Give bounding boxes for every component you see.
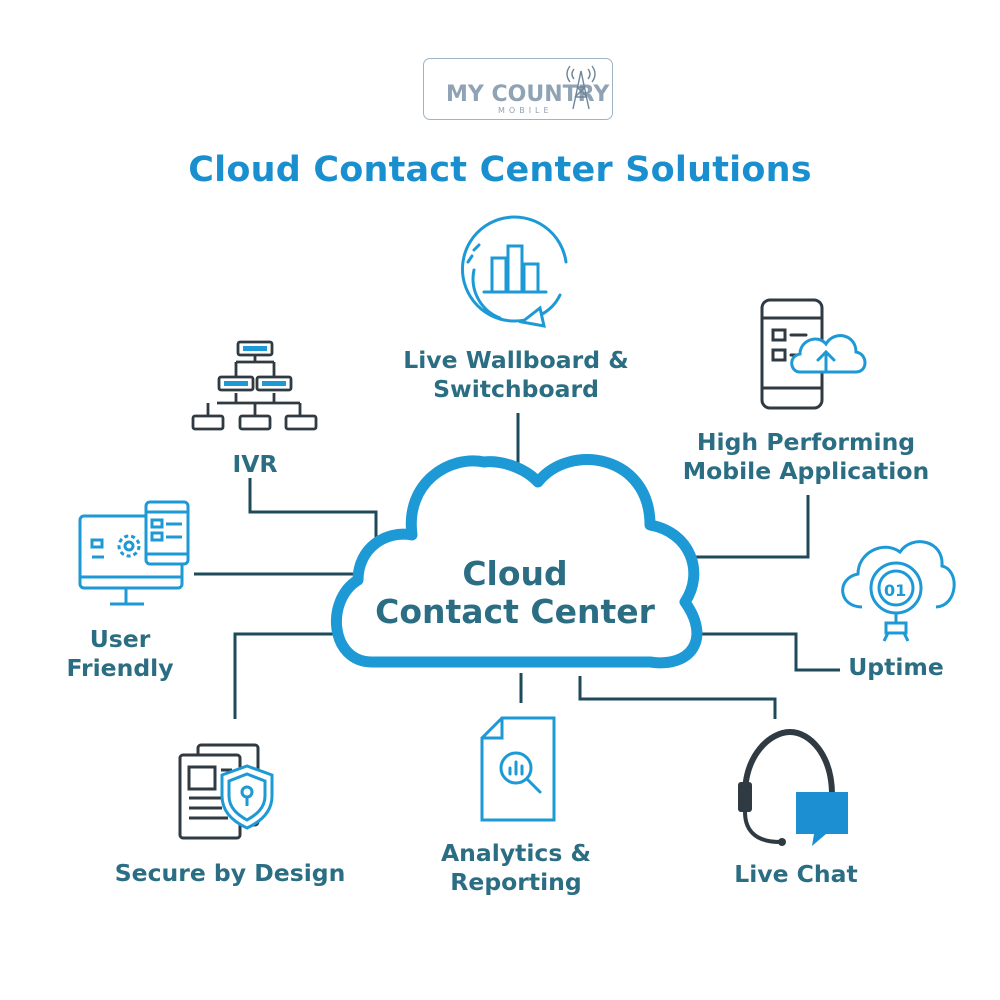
logo-text: MY COUNTRY [446,82,610,107]
shield-document-icon [178,743,274,840]
devices-icon [78,500,190,606]
center-line-1: Cloud [462,554,568,593]
label-analytics: Analytics & Reporting [416,839,616,897]
report-magnifier-icon [480,716,556,822]
cloud-uptime-icon: 01 [841,540,956,642]
label-mobile-line-2: Mobile Application [682,457,930,485]
tower-icon [566,65,596,110]
connectors [194,413,840,719]
logo: MY COUNTRY MOBILE [423,58,613,120]
svg-text:01: 01 [884,581,906,600]
label-secure-line-1: Secure by Design [114,859,346,887]
center-line-2: Contact Center [375,592,655,631]
phone-cloud-icon [760,298,867,410]
logo-subtext: MOBILE [498,106,553,115]
label-ivr: IVR [200,450,310,479]
label-uptime-line-1: Uptime [848,653,944,681]
page-title: Cloud Contact Center Solutions [188,150,812,190]
label-user-friendly: User Friendly [50,625,190,683]
label-user-friendly-line-2: Friendly [66,654,174,682]
label-wallboard-line-2: Switchboard [433,375,599,403]
label-uptime: Uptime [842,653,950,682]
connector-uptime [688,632,840,672]
label-secure: Secure by Design [98,859,362,888]
label-user-friendly-line-1: User [89,625,151,653]
connector-mobile [678,495,810,559]
label-wallboard-line-1: Live Wallboard & [403,346,629,374]
label-live-chat-line-1: Live Chat [734,860,858,888]
connector-secure [233,632,350,719]
label-mobile: High Performing Mobile Application [666,428,946,486]
label-wallboard: Live Wallboard & Switchboard [396,346,636,404]
hierarchy-icon [191,340,318,431]
connector-live-chat [578,676,777,719]
refresh-chart-icon [461,215,568,328]
center-label: Cloud Contact Center [350,555,680,631]
label-analytics-line-2: Reporting [450,868,582,896]
label-live-chat: Live Chat [716,860,876,889]
label-ivr-line-1: IVR [232,450,278,478]
logo-graphic: MY COUNTRY MOBILE [446,65,610,115]
label-analytics-line-1: Analytics & [440,839,592,867]
label-mobile-line-1: High Performing [696,428,916,456]
headset-chat-icon [738,728,848,846]
cloud-shape [330,454,703,669]
connector-ivr [248,478,378,548]
